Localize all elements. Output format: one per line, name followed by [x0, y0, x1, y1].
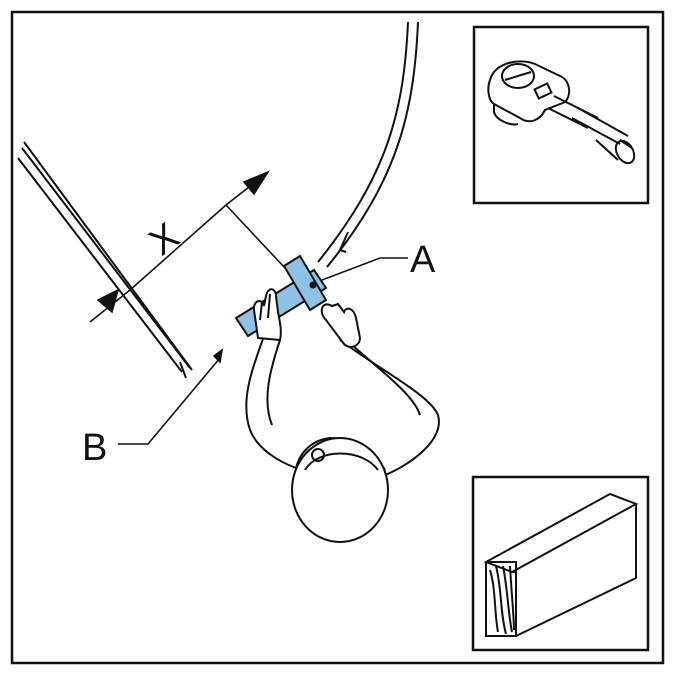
leader-a	[321, 257, 408, 281]
label-b: B	[82, 427, 107, 469]
curved-rail	[317, 21, 419, 268]
inset-beam	[471, 475, 650, 652]
straight-rail	[17, 141, 193, 379]
label-x: X	[142, 215, 187, 264]
dimension-x	[89, 170, 286, 323]
wood-beam-icon	[483, 492, 639, 637]
person-topview-icon	[245, 288, 440, 543]
fitting-icon	[487, 60, 636, 165]
diagram-border	[10, 10, 665, 665]
leader-b	[118, 348, 224, 445]
label-a: A	[410, 239, 436, 281]
